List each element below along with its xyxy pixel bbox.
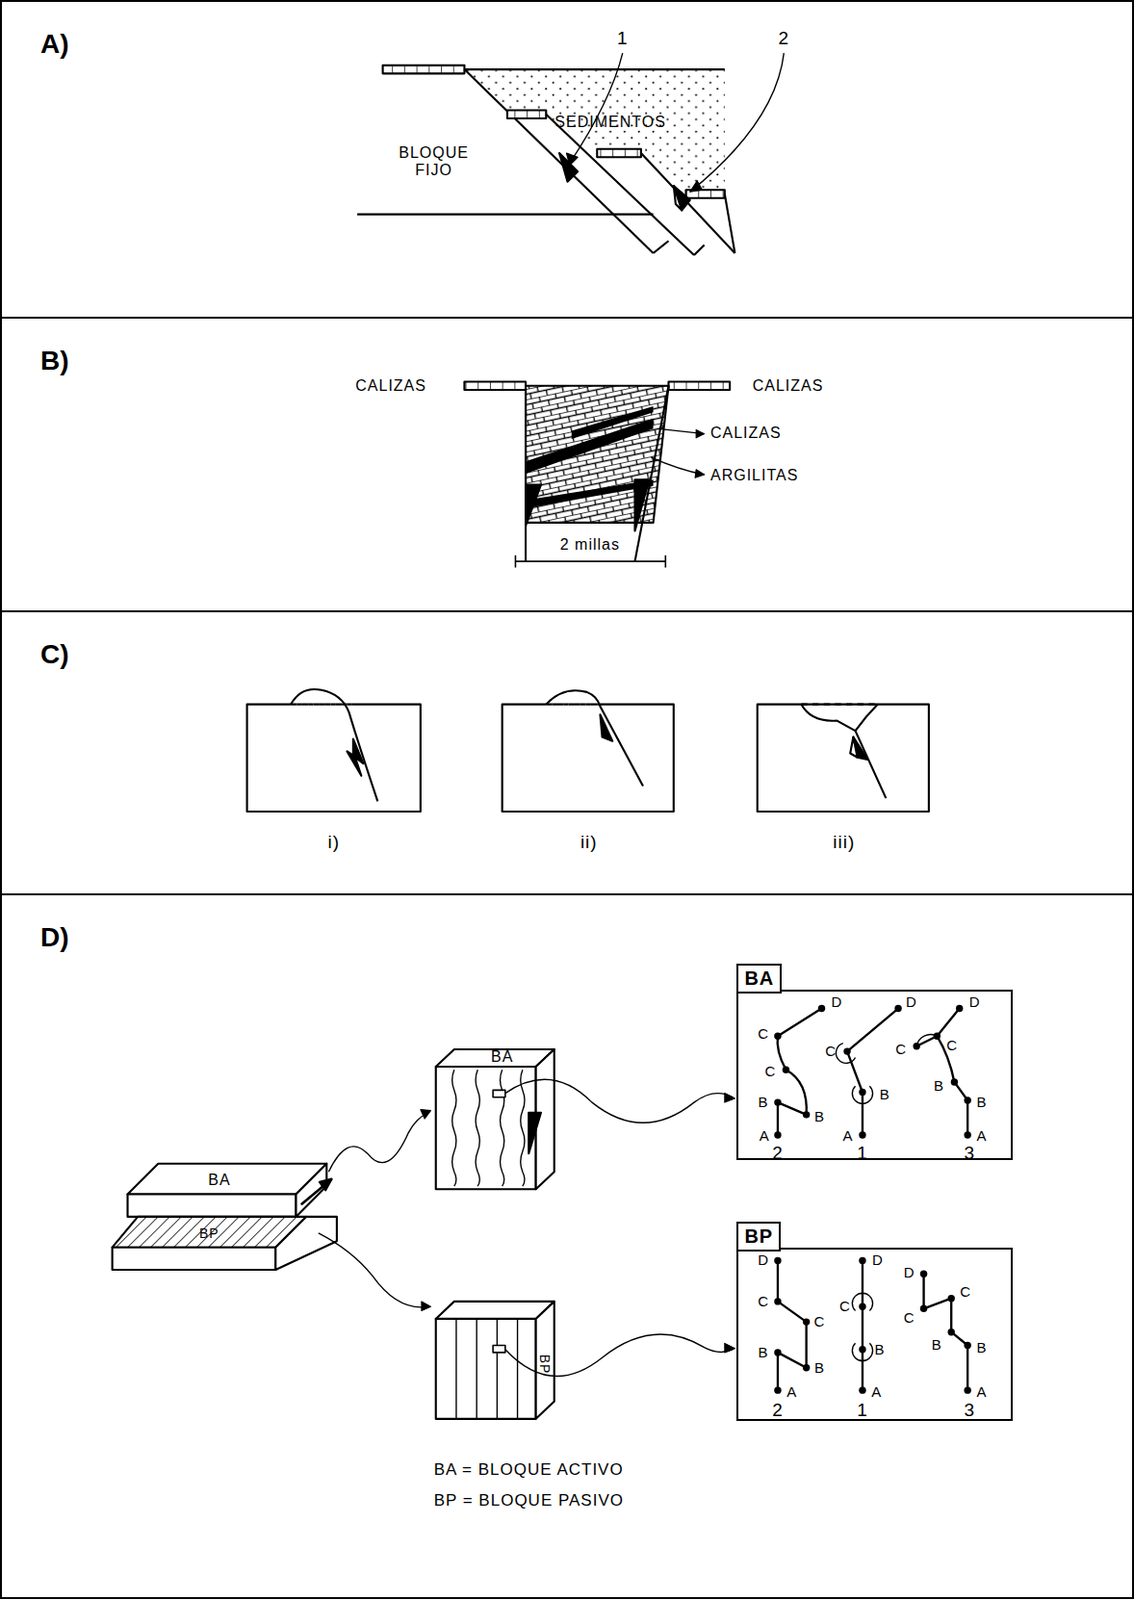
- figure-panel: C): [0, 610, 1134, 896]
- text-label: D: [872, 1252, 884, 1269]
- text-label: D: [757, 1252, 770, 1269]
- text-label: D: [969, 994, 981, 1011]
- figure-panel: D)BABP: [0, 893, 1134, 1599]
- text-label: C: [839, 1298, 851, 1315]
- callout-number: 1: [856, 1399, 869, 1421]
- text-label: BA = BLOQUE ACTIVO: [434, 1460, 624, 1480]
- text-label: B: [758, 1094, 770, 1111]
- text-label: BLOQUE FIJO: [386, 143, 483, 180]
- text-label: BP: [199, 1225, 220, 1241]
- text-label: C: [824, 1042, 837, 1059]
- callout-number: i): [327, 831, 340, 853]
- text-label: A: [976, 1127, 987, 1144]
- plot-tab: BA: [736, 963, 782, 994]
- text-label: C: [903, 1309, 916, 1326]
- text-label: D: [903, 1264, 916, 1282]
- text-label: C: [946, 1036, 958, 1054]
- text-label: D: [905, 994, 918, 1011]
- plot-box: BA: [736, 989, 1012, 1160]
- figure-panel: A): [0, 0, 1134, 319]
- text-label: A: [843, 1127, 854, 1144]
- text-label: B: [933, 1078, 945, 1095]
- text-label: C: [757, 1025, 770, 1042]
- text-label: CALIZAS: [355, 377, 427, 395]
- text-label: C: [757, 1292, 770, 1310]
- text-label: B: [874, 1340, 885, 1358]
- text-label: B: [758, 1343, 770, 1361]
- text-label: A: [976, 1384, 987, 1401]
- callout-number: 1: [617, 27, 629, 50]
- figure-panel: B): [0, 316, 1134, 613]
- text-label: B: [931, 1337, 943, 1354]
- panel-letter: C): [40, 639, 70, 671]
- callout-number: 3: [963, 1142, 976, 1164]
- text-label: BP: [537, 1353, 553, 1374]
- plot-box: BP: [736, 1247, 1012, 1421]
- text-label: B: [814, 1359, 825, 1376]
- text-label: C: [765, 1063, 777, 1081]
- text-label: A: [871, 1384, 882, 1401]
- text-label: CALIZAS: [710, 423, 782, 441]
- panel-letter: B): [40, 345, 70, 377]
- text-label: C: [895, 1040, 907, 1057]
- callout-number: iii): [832, 831, 855, 853]
- text-label: ARGILITAS: [710, 466, 799, 485]
- callout-number: 2: [772, 1399, 784, 1421]
- text-label: B: [879, 1085, 891, 1103]
- plot-tab: BP: [736, 1221, 781, 1252]
- text-label: SEDIMENTOS: [554, 113, 667, 131]
- text-label: CALIZAS: [752, 377, 825, 395]
- text-label: D: [831, 994, 844, 1011]
- text-label: BA: [490, 1048, 514, 1066]
- text-label: BA: [207, 1171, 231, 1189]
- text-label: B: [976, 1339, 987, 1356]
- callout-number: 1: [856, 1142, 869, 1164]
- text-label: B: [976, 1094, 987, 1111]
- text-label: B: [814, 1108, 825, 1125]
- text-label: A: [786, 1384, 798, 1401]
- text-label: C: [814, 1313, 826, 1330]
- text-label: 2 millas: [560, 536, 620, 554]
- callout-number: ii): [580, 831, 598, 853]
- callout-number: 2: [778, 27, 791, 50]
- callout-number: 3: [963, 1399, 976, 1421]
- callout-number: 2: [772, 1142, 784, 1164]
- text-label: BP = BLOQUE PASIVO: [434, 1491, 624, 1511]
- panel-letter: D): [40, 922, 70, 954]
- panel-letter: A): [40, 28, 70, 60]
- text-label: C: [959, 1284, 972, 1301]
- text-label: A: [759, 1127, 771, 1144]
